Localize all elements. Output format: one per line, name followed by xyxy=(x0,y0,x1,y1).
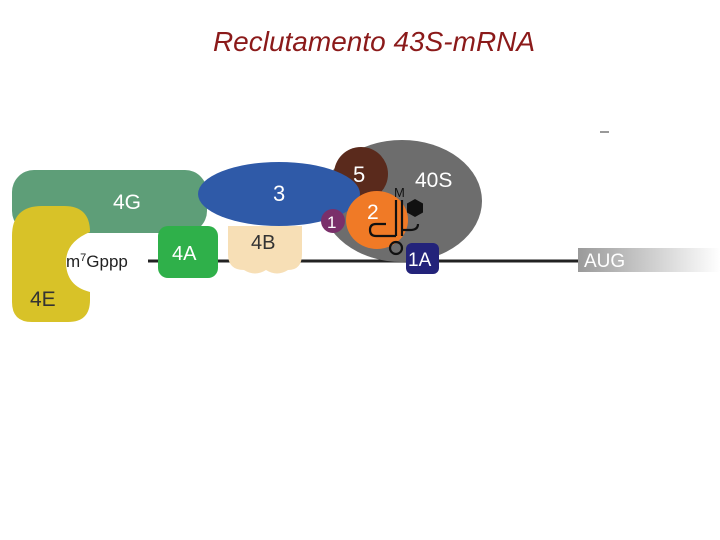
eif5-label: 5 xyxy=(353,162,365,187)
aug-start-codon-label: AUG xyxy=(584,251,625,272)
eif4a xyxy=(158,226,218,278)
eif4e-label: 4E xyxy=(30,288,56,311)
gtp-hexagon-icon xyxy=(407,199,423,217)
page-title: Reclutamento 43S-mRNA xyxy=(212,26,536,57)
met-trna xyxy=(368,200,420,256)
eif3-label: 3 xyxy=(273,181,285,206)
mrna-downstream xyxy=(578,248,720,272)
eif1a-label: 1A xyxy=(408,250,432,271)
eif4g-label: 4G xyxy=(113,191,141,214)
eif1a xyxy=(406,243,439,274)
eif2-label: 2 xyxy=(367,201,379,224)
eif1-label: 1 xyxy=(327,213,336,232)
met-label: M xyxy=(394,185,405,200)
eif4a-label: 4A xyxy=(172,243,197,265)
eif1 xyxy=(321,209,345,233)
m7gppp-cap-label: m7Gppp xyxy=(66,252,128,271)
eif2 xyxy=(346,191,408,249)
eif4b xyxy=(228,226,302,274)
ribosome-40s-label: 40S xyxy=(415,169,452,192)
eif3 xyxy=(198,162,360,226)
eif4b-label: 4B xyxy=(251,232,275,254)
eif4e xyxy=(12,206,90,322)
